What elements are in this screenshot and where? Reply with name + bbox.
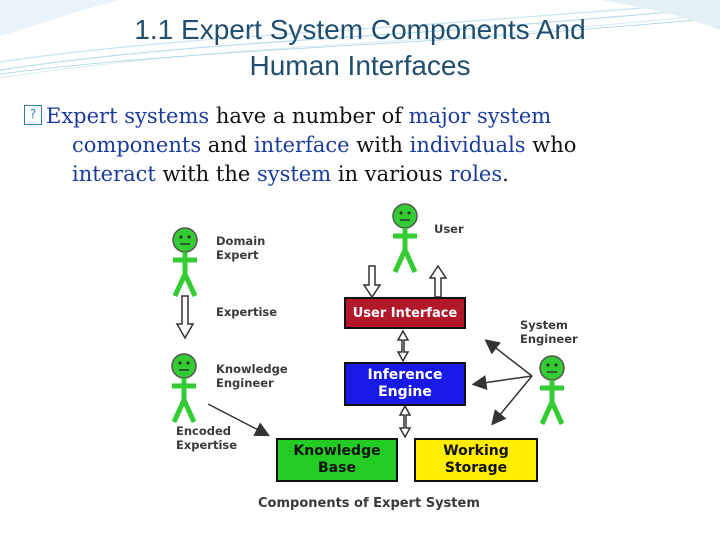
square-bullet-icon: ? — [24, 105, 42, 125]
bullet-text-segment: with — [349, 133, 410, 157]
system-engineer-label: System Engineer — [520, 318, 578, 346]
bullet-keyword: interface — [253, 133, 350, 157]
bullet-keyword: major system components — [72, 104, 552, 157]
header-swoosh-decoration — [0, 0, 720, 79]
user-figure-icon — [393, 204, 417, 272]
slide-title: 1.1 Expert System Components And Human I… — [40, 12, 680, 84]
domain-expert-label: Domain Expert — [216, 234, 266, 262]
bullet-text-segment: and — [201, 133, 254, 157]
slide-title-line-2: Human Interfaces — [249, 50, 471, 81]
system-engineer-arrows-icon — [471, 339, 533, 426]
diagram-caption: Components of Expert System — [258, 496, 480, 511]
interface-engine-double-arrow-icon — [396, 329, 410, 363]
user-to-interface-arrow-icon — [362, 265, 382, 299]
bullet-text: Expert systems have a number of major sy… — [46, 102, 646, 189]
user-interface-box: User Interface — [344, 297, 466, 329]
diagram-graphics — [120, 196, 604, 439]
bullet-keyword: Expert systems — [46, 104, 210, 128]
knowledge-engineer-figure-icon — [172, 354, 196, 422]
encoded-expertise-label: Encoded Expertise — [176, 424, 238, 452]
system-engineer-figure-icon — [540, 356, 564, 424]
engine-storage-double-arrow-icon — [398, 404, 412, 439]
knowledge-base-box: Knowledge Base — [276, 438, 398, 482]
bullet-text-segment: have a number of — [209, 104, 409, 128]
bullet-keyword: system — [256, 162, 332, 186]
expert-system-diagram: Domain Expert User Expertise System Engi… — [120, 196, 604, 516]
bullet-text-segment: in various — [331, 162, 450, 186]
user-label: User — [434, 222, 464, 236]
bullet-keyword: individuals — [409, 133, 526, 157]
bullet-text-segment: with the — [155, 162, 257, 186]
knowledge-engineer-label: Knowledge Engineer — [216, 362, 288, 390]
working-storage-box: Working Storage — [414, 438, 538, 482]
encoded-expertise-arrow-icon — [207, 403, 270, 437]
bullet-keyword: roles — [449, 162, 503, 186]
expertise-down-arrow-icon — [175, 295, 195, 340]
bullet-text-segment: . — [502, 162, 509, 186]
domain-expert-figure-icon — [173, 228, 197, 296]
slide-title-line-1: 1.1 Expert System Components And — [134, 14, 586, 45]
bullet-text-segment: who — [525, 133, 577, 157]
inference-engine-box: Inference Engine — [344, 362, 466, 406]
interface-to-user-arrow-icon — [428, 264, 448, 298]
expertise-label: Expertise — [216, 305, 278, 319]
bullet-paragraph: ? Expert systems have a number of major … — [24, 102, 646, 189]
bullet-keyword: interact — [72, 162, 156, 186]
